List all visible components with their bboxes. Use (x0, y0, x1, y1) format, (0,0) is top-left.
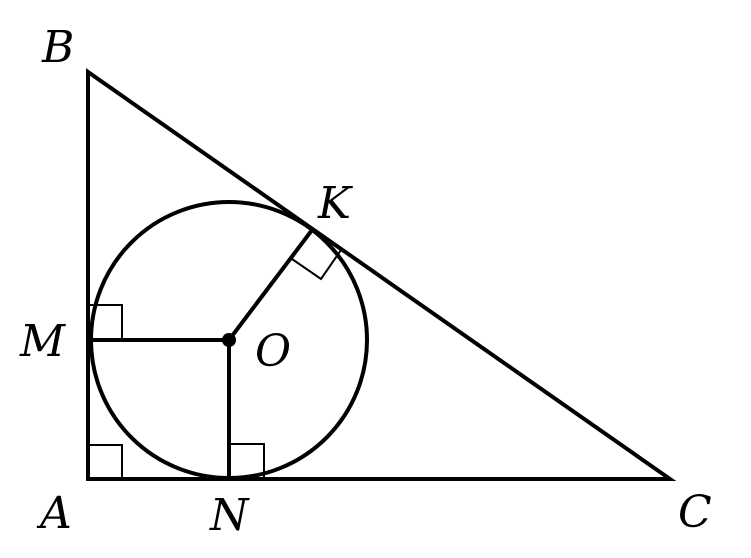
triangle-abc (86, 68, 677, 481)
label-k: K (317, 178, 353, 229)
label-n: N (209, 490, 250, 541)
right-angle-n (229, 443, 265, 479)
radius-ok (227, 228, 314, 342)
right-angle-k (291, 229, 343, 281)
label-b: B (41, 22, 74, 73)
right-angle-m (88, 304, 123, 340)
label-o: O (255, 326, 291, 377)
center-point-o (222, 333, 236, 347)
label-a: A (36, 488, 72, 539)
right-angle-a (88, 444, 123, 479)
label-m: M (19, 316, 66, 367)
label-c: C (678, 487, 712, 538)
